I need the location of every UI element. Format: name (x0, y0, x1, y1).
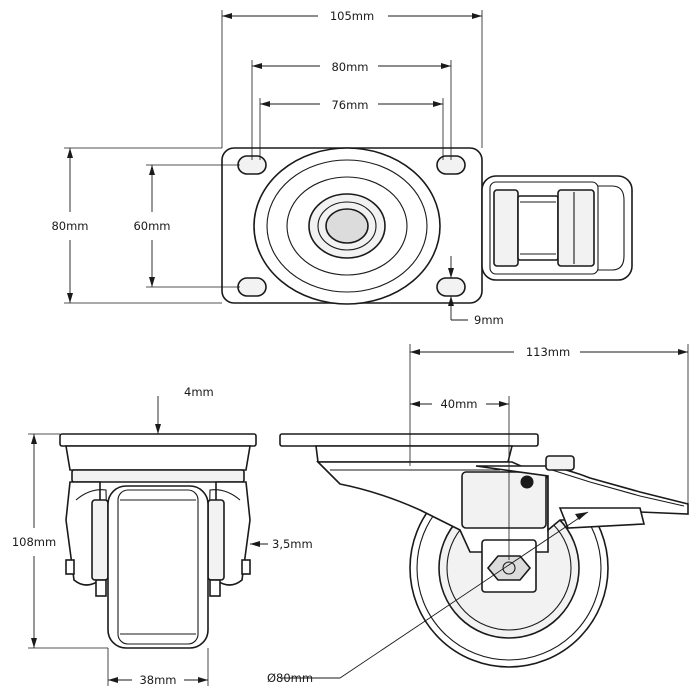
dim-hole-size: 9mm (474, 313, 504, 327)
dim-hole-spacing-inner: 76mm (331, 98, 368, 112)
brake-rivet (520, 475, 534, 489)
front-view: 4mm 108mm 3,5mm 38mm (12, 385, 313, 687)
dim-swivel-offset: 40mm (440, 397, 477, 411)
swivel-ring-2 (266, 159, 428, 293)
mounting-plate-side (279, 433, 539, 447)
top-view: 105mm 80mm 76mm 80mm 60mm (51, 9, 633, 327)
dim-total-height: 108mm (12, 535, 56, 549)
wheel-front (107, 485, 209, 649)
brake-pedal-top-center (517, 195, 559, 261)
brake-pedal-top-mid (489, 181, 599, 275)
swivel-ring-3 (286, 176, 408, 276)
mounting-plate-front (59, 433, 257, 447)
mounting-hole-br (436, 277, 466, 297)
dim-hole-spacing-depth: 60mm (133, 219, 170, 233)
dim-hole-spacing-outer: 80mm (331, 60, 368, 74)
dim-side-clearance: 3,5mm (272, 537, 313, 551)
side-view: 113mm 40mm Ø80mm (267, 344, 689, 685)
dim-plate-width: 105mm (330, 9, 374, 23)
brake-pedal-top-inner (493, 189, 519, 267)
dim-wheel-width: 38mm (139, 673, 176, 687)
mounting-hole-bl (237, 277, 267, 297)
swivel-ring-5 (317, 201, 377, 251)
dim-overall-length: 113mm (526, 345, 570, 359)
axle-nut (486, 555, 532, 581)
dim-plate-thickness: 4mm (184, 385, 214, 399)
dim-plate-depth: 80mm (51, 219, 88, 233)
dim-wheel-diameter: Ø80mm (267, 671, 313, 685)
kingpin-top (325, 208, 369, 244)
brake-pedal-top-right (557, 189, 595, 267)
